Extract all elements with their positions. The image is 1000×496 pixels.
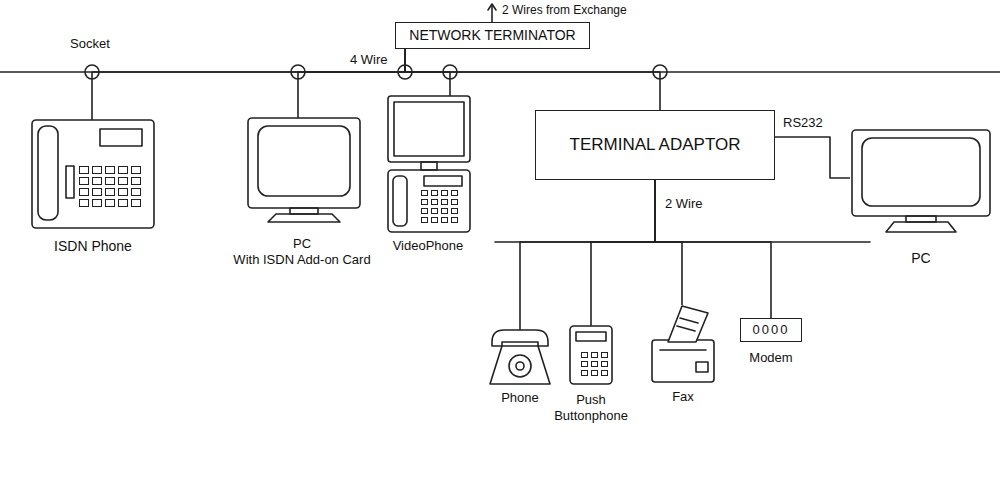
isdn-phone-drawing <box>38 126 58 220</box>
pc-drawing <box>258 126 350 196</box>
modem-box: 0000 <box>740 318 802 342</box>
wire <box>298 49 405 118</box>
pc-drawing <box>862 138 980 206</box>
phone-drawing <box>490 346 550 384</box>
fax-drawing <box>668 306 708 342</box>
videophone-drawing <box>388 96 470 162</box>
push-button-phone-drawing <box>570 326 612 384</box>
wire-label: RS232 <box>781 115 825 131</box>
socket-label: Socket <box>68 36 112 52</box>
pc-drawing <box>248 118 360 222</box>
phone-drawing <box>492 330 548 346</box>
pc-drawing <box>268 214 340 222</box>
device-label: Phone <box>488 390 552 406</box>
pc-drawing <box>290 208 318 214</box>
phone-drawing <box>516 362 524 370</box>
wire <box>775 137 850 178</box>
pc-drawing <box>886 222 956 232</box>
box-title: NETWORK TERMINATOR <box>404 27 581 44</box>
exchange-line <box>488 4 496 10</box>
wire-note: 2 Wire <box>663 196 705 212</box>
videophone-drawing <box>393 176 407 226</box>
fax-drawing <box>660 349 706 351</box>
device-label: PC <box>850 250 992 267</box>
fax-drawing <box>652 340 714 382</box>
exchange-line <box>491 5 493 22</box>
phone-drawing <box>490 330 550 384</box>
fax-device: Fax <box>648 305 718 405</box>
pc-drawing <box>906 216 936 222</box>
pc-drawing <box>852 130 990 232</box>
push-button-phone-drawing <box>580 351 610 378</box>
wire <box>520 180 655 330</box>
isdn-phone-drawing <box>66 166 74 198</box>
videophone-drawing <box>421 162 437 170</box>
videophone-drawing <box>394 102 464 156</box>
device-label: PC <box>232 236 372 252</box>
device-label: Fax <box>648 389 718 405</box>
fax-drawing <box>652 306 714 382</box>
isdn-phone-drawing <box>100 129 142 146</box>
videophone-drawing <box>420 189 460 225</box>
videophone-drawing <box>388 96 470 232</box>
wire <box>655 180 771 318</box>
device-label: Modem <box>740 350 802 366</box>
fax-drawing <box>677 326 695 331</box>
isdn-phone-device: ISDN Phone <box>28 120 158 255</box>
push-button-phone-device: Push Buttonphone <box>546 326 636 423</box>
fax-drawing <box>696 362 708 372</box>
wire <box>92 49 405 120</box>
device-label: VideoPhone <box>382 238 474 254</box>
wire <box>591 180 655 326</box>
wire-note: 4 Wire <box>348 52 390 68</box>
device-label: With ISDN Add-on Card <box>232 252 372 268</box>
isdn-phone-drawing <box>32 120 154 228</box>
pc-drawing <box>248 118 360 208</box>
device-label: 0000 <box>743 322 799 338</box>
wire <box>405 49 660 110</box>
videophone-drawing <box>388 170 470 232</box>
fax-drawing <box>680 318 698 323</box>
exchange-line <box>488 4 496 22</box>
modem-device: 0000Modem <box>740 318 802 365</box>
pc-drawing <box>852 130 990 216</box>
push-button-phone-drawing <box>576 332 606 341</box>
isdn-phone-drawing <box>32 120 154 228</box>
network-terminator-box: NETWORK TERMINATOR <box>395 22 590 49</box>
videophone-drawing <box>424 176 462 186</box>
phone-drawing <box>509 355 531 377</box>
phone-device: Phone <box>488 330 552 406</box>
illustration <box>0 4 1000 384</box>
videophone-device: VideoPhone <box>382 96 474 254</box>
device-label: Push Buttonphone <box>546 392 636 423</box>
push-button-phone-drawing <box>570 326 612 384</box>
pc-device: PCWith ISDN Add-on Card <box>232 118 372 267</box>
line-note: 2 Wires from Exchange <box>500 3 629 17</box>
pc-device: PC <box>850 130 992 267</box>
device-label: ISDN Phone <box>28 238 158 255</box>
box-title: TERMINAL ADAPTOR <box>570 135 741 155</box>
terminal-adaptor-box: TERMINAL ADAPTOR <box>535 110 775 180</box>
isdn-phone-drawing <box>78 165 143 209</box>
